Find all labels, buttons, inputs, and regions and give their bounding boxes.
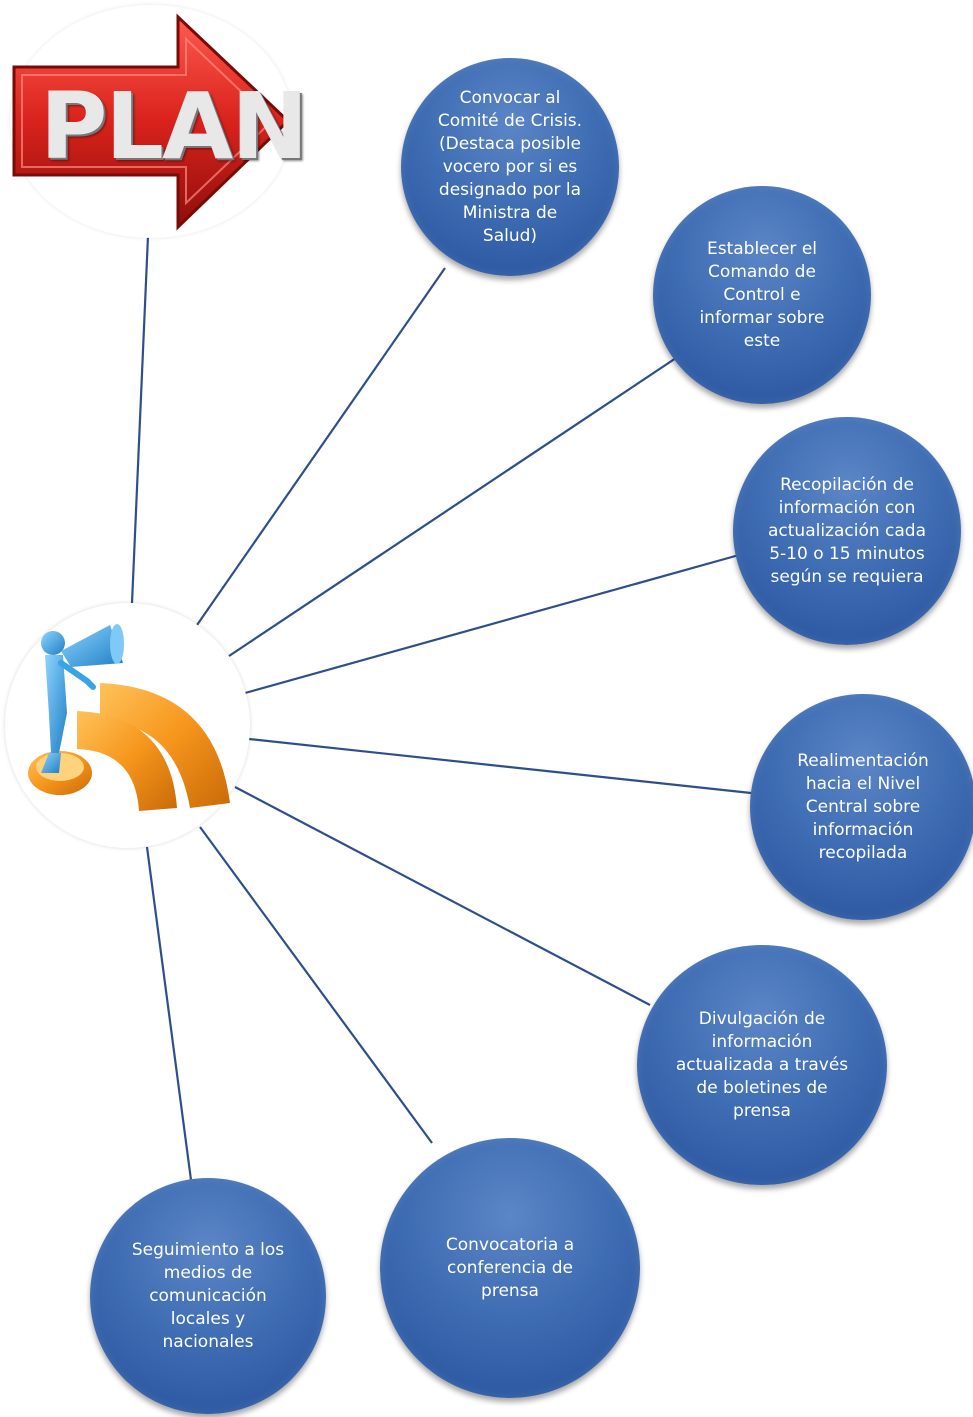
- node-conferencia-text: Convocatoria a conferencia de prensa: [445, 1234, 575, 1301]
- connector-recopilacion: [244, 553, 740, 695]
- node-convocar-comite-text: Convocar al Comité de Crisis. (Destaca p…: [437, 87, 583, 246]
- node-recopilacion-text: Recopilación de información con actualiz…: [767, 474, 927, 587]
- node-divulgacion-text: Divulgación de información actualizada a…: [675, 1008, 849, 1121]
- hub-circle: [5, 603, 250, 848]
- connector-conferencia: [199, 826, 433, 1144]
- node-conferencia: Convocatoria a conferencia de prensa: [380, 1138, 640, 1398]
- node-divulgacion: Divulgación de información actualizada a…: [637, 945, 887, 1185]
- connector-divulgacion: [234, 786, 651, 1006]
- node-recopilacion: Recopilación de información con actualiz…: [733, 417, 961, 645]
- connector-convocar-comite: [196, 267, 446, 626]
- node-convocar-comite: Convocar al Comité de Crisis. (Destaca p…: [401, 58, 619, 276]
- plan-label: PLAN: [40, 73, 308, 180]
- connector-realimentacion: [248, 737, 752, 795]
- node-realimentacion: Realimentación hacia el Nivel Central so…: [750, 694, 973, 920]
- connector-plan: [130, 235, 150, 604]
- node-comando-control: Establecer el Comando de Control e infor…: [653, 186, 871, 404]
- megaphone-rss-figure-icon: [28, 624, 230, 811]
- node-realimentacion-text: Realimentación hacia el Nivel Central so…: [797, 750, 929, 863]
- node-comando-control-text: Establecer el Comando de Control e infor…: [699, 238, 825, 351]
- connector-comando-control: [228, 357, 677, 657]
- connector-seguimiento: [145, 846, 193, 1181]
- red-arrow-plan-icon: [12, 13, 291, 231]
- node-seguimiento-text: Seguimiento a los medios de comunicación…: [131, 1239, 285, 1352]
- node-seguimiento: Seguimiento a los medios de comunicación…: [90, 1178, 326, 1414]
- plan-badge: PLAN: [10, 5, 308, 238]
